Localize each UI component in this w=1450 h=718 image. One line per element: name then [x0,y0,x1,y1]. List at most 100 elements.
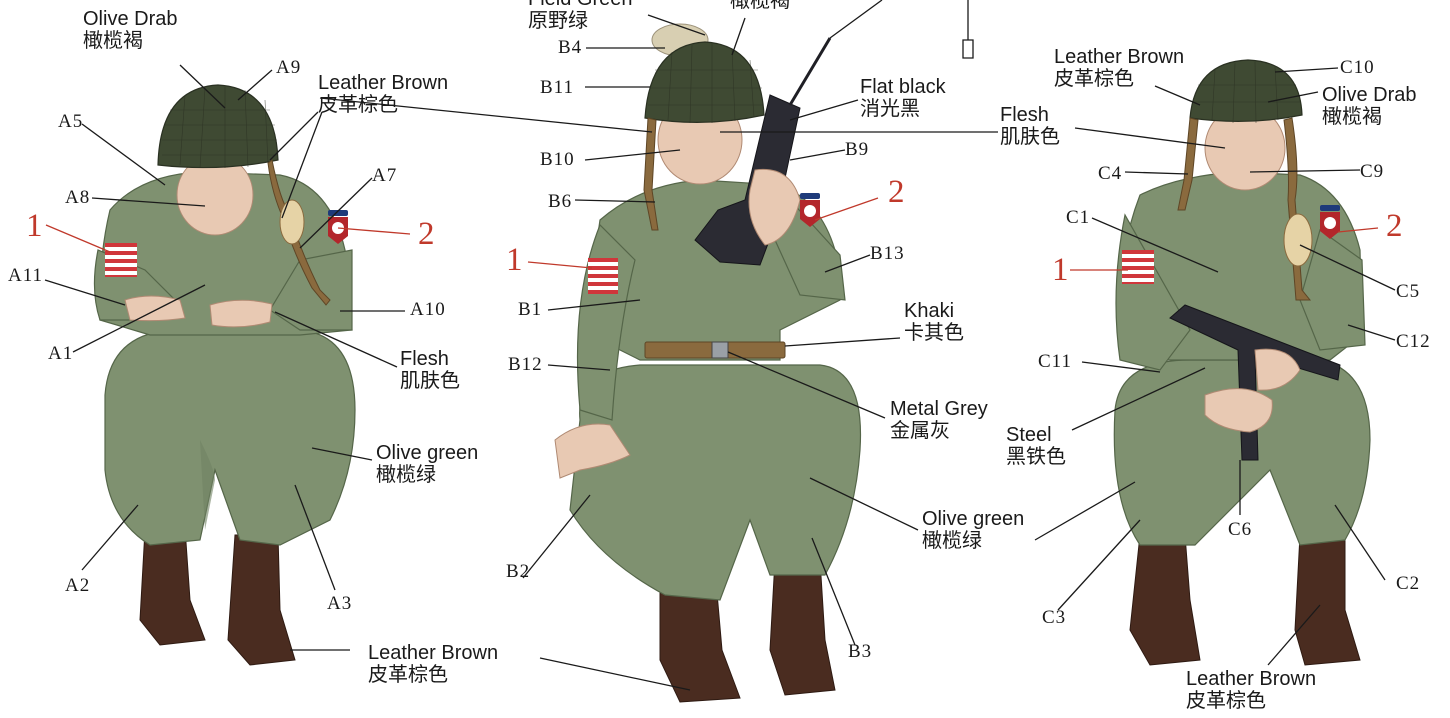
helmet-net-icon [1193,61,1300,124]
color-name-en: Leather Brown [1054,46,1185,68]
part-label-c11: C11 [1038,351,1072,372]
figure-c-chin-strap-left [1177,117,1199,211]
color-name-en: Olive Drab [1322,84,1417,106]
figure-c-right-arm [1299,229,1366,351]
color-label-steel: Steel 黑铁色 [1006,424,1066,469]
color-label-olive-drab-a: Olive Drab 橄榄褐 [83,8,177,53]
decal-label-flag-c: 1 [1052,252,1069,288]
part-label-b3: B3 [848,641,873,662]
part-label-a1: A1 [48,343,74,364]
figure-c-helmet [1189,59,1303,122]
part-label-b2: B2 [506,561,531,582]
figure-a-right-arm [269,249,353,331]
airborne-patch-decal-icon [328,210,348,244]
color-name-zh: 橄榄褐 [730,0,790,12]
color-name-zh: 肌肤色 [400,370,460,393]
color-label-leather-brown-boots: Leather Brown 皮革棕色 [368,642,498,687]
us-flag-decal-icon [105,243,137,277]
decal-label-flag-b: 1 [506,242,523,278]
radio-antenna-icon [788,37,832,106]
us-flag-decal-icon [1122,250,1154,284]
airborne-patch-decal-icon [1320,205,1340,239]
color-label-flat-black: Flat black 消光黑 [860,76,946,121]
part-label-c10: C10 [1340,57,1375,78]
figure-a-right-boot [227,534,296,666]
color-name-en: Khaki [904,300,955,322]
figure-b-right-hand [748,168,801,246]
figure-c-chin-strap-right [1283,117,1312,301]
decal-label-patch-c: 2 [1386,208,1403,244]
helmet-net-icon [162,87,277,169]
decal-label-flag-a: 1 [26,208,43,244]
part-label-b4: B4 [558,37,583,58]
color-label-olive-drab-b: 橄榄褐 [730,0,790,12]
color-label-khaki: Khaki 卡其色 [904,300,964,345]
color-name-en: Field Green [528,0,633,10]
color-name-en: Flesh [400,348,449,370]
figure-a-helmet [157,84,279,169]
color-label-field-green: Field Green 原野绿 [528,0,633,33]
color-name-zh: 橄榄绿 [922,530,982,553]
part-label-a7: A7 [372,165,398,186]
part-label-c2: C2 [1396,573,1421,594]
part-label-a3: A3 [327,593,353,614]
color-name-zh: 金属灰 [890,420,950,443]
color-name-en: Leather Brown [368,642,499,664]
part-label-c1: C1 [1066,207,1091,228]
part-label-c6: C6 [1228,519,1253,540]
color-name-zh: 皮革棕色 [368,664,448,687]
part-label-a8: A8 [65,187,91,208]
decal-label-patch-b: 2 [888,174,905,210]
part-label-b6: B6 [548,191,573,212]
part-label-c3: C3 [1042,607,1067,628]
figure-a-strap-buckle [279,199,305,245]
part-label-a11: A11 [8,265,44,286]
part-label-b9: B9 [845,139,870,160]
color-label-olive-green-b: Olive green 橄榄绿 [922,508,1024,553]
color-label-leather-brown-a: Leather Brown 皮革棕色 [318,72,448,117]
figure-c-gun-soldier [1113,59,1371,666]
color-name-en: Flat black [860,76,946,98]
color-name-zh: 黑铁色 [1006,446,1066,469]
color-label-flesh-c: Flesh 肌肤色 [1000,104,1060,149]
us-flag-decal-icon [588,258,618,294]
part-label-a5: A5 [58,111,84,132]
part-label-c5: C5 [1396,281,1421,302]
figure-a-trousers [104,329,356,546]
figure-b-trousers [569,364,862,601]
part-label-b11: B11 [540,77,574,98]
color-label-olive-drab-c: Olive Drab 橄榄褐 [1322,84,1416,129]
figure-c-left-hand [1204,388,1273,433]
leader-lines [44,0,1396,691]
part-label-b13: B13 [870,243,905,264]
color-name-en: Olive green [376,442,479,464]
color-name-zh: 原野绿 [528,10,588,33]
figure-a-right-hand [209,299,273,328]
color-label-leather-brown-c: Leather Brown 皮革棕色 [1054,46,1184,91]
color-name-zh: 皮革棕色 [1186,690,1266,713]
color-name-en: Leather Brown [1186,668,1317,690]
figure-b-helmet [644,41,765,123]
figure-c-strap-buckle [1283,213,1313,267]
figure-c-right-boot [1294,534,1361,666]
color-name-zh: 皮革棕色 [1054,68,1134,91]
color-name-en: Leather Brown [318,72,449,94]
airborne-patch-decal-icon [800,193,820,227]
helmet-net-icon [648,44,763,124]
part-label-a2: A2 [65,575,91,596]
color-name-en: Steel [1006,424,1052,446]
color-name-en: Olive Drab [83,8,178,30]
decal-label-patch-a: 2 [418,216,435,252]
part-label-a9: A9 [276,57,302,78]
figure-b-right-boot [769,559,836,696]
part-label-c9: C9 [1360,161,1385,182]
figure-c-right-hand [1254,348,1301,391]
part-label-a10: A10 [410,299,446,320]
color-name-en: Olive green [922,508,1025,530]
color-label-metal-grey: Metal Grey 金属灰 [890,398,988,443]
figure-b-antenna-part [962,39,974,59]
part-label-c4: C4 [1098,163,1123,184]
figure-b-radio-soldier [554,0,974,703]
